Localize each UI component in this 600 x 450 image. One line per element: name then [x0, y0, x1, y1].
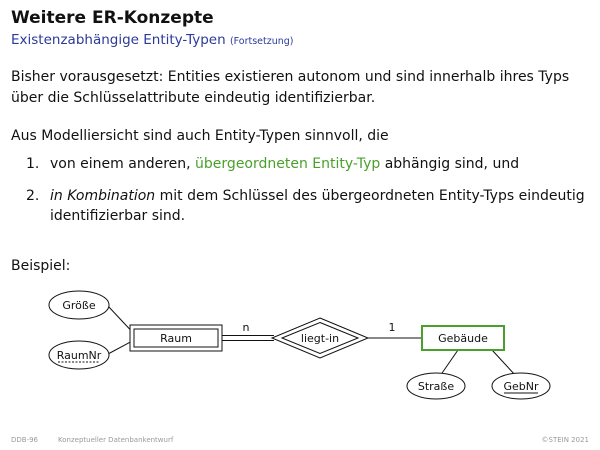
line-strasse-gebaeude	[439, 349, 459, 377]
footer-page: DDB-96	[11, 436, 39, 444]
relationship-label: liegt-in	[301, 332, 339, 345]
slide-title: Weitere ER-Konzepte	[11, 8, 214, 28]
paragraph-2: Aus Modelliersicht sind auch Entity-Type…	[11, 128, 389, 144]
list-item-2-emphasis: in Kombination	[50, 188, 156, 204]
cardinality-n: n	[243, 321, 250, 334]
entity-gebaeude-label: Gebäude	[438, 332, 488, 345]
weak-entity-raum-inner	[133, 328, 219, 348]
list-item-1-highlight: übergeordneten Entity-Typ	[195, 156, 381, 172]
attribute-strasse	[406, 372, 466, 400]
list-item-1-suffix: abhängig sind, und	[380, 156, 520, 172]
attribute-groesse	[48, 290, 110, 320]
slide-subtitle: Existenzabhängige Entity-Typen (Fortsetz…	[11, 32, 294, 48]
list-item-1-number: 1.	[26, 156, 40, 172]
attribute-gebnr-label: GebNr	[503, 380, 539, 393]
list-item-1-prefix: von einem anderen,	[50, 156, 196, 172]
attribute-strasse-label: Straße	[418, 380, 454, 393]
list-item-2-line-2: identifizierbar sind.	[50, 208, 186, 224]
cardinality-1: 1	[389, 321, 396, 334]
list-item-2-rest: mit dem Schlüssel des übergeordneten Ent…	[155, 188, 585, 204]
paragraph-1-line-1: Bisher vorausgesetzt: Entities existiere…	[11, 69, 570, 85]
footer-course: Konzeptueller Datenbankentwurf	[58, 436, 174, 444]
subtitle-note: (Fortsetzung)	[229, 36, 294, 47]
line-gebnr-gebaeude	[491, 349, 517, 377]
footer-copyright: ©STEIN 2021	[541, 436, 589, 444]
subtitle-text: Existenzabhängige Entity-Typen	[11, 32, 226, 48]
list-item-2: 2. in Kombination mit dem Schlüssel des ü…	[26, 186, 585, 206]
example-label: Beispiel:	[11, 258, 71, 274]
list-item-2-number: 2.	[26, 188, 40, 204]
attribute-raumnr-label: RaumNr	[57, 349, 102, 362]
list-item-1: 1. von einem anderen, übergeordneten Enti…	[26, 154, 519, 174]
paragraph-1-line-2: über die Schlüsselattribute eindeutig id…	[11, 90, 376, 106]
attribute-groesse-label: Größe	[62, 299, 95, 312]
entity-raum-label: Raum	[160, 332, 192, 345]
entity-gebaeude	[421, 325, 505, 351]
identifying-relationship-inner	[280, 321, 360, 355]
